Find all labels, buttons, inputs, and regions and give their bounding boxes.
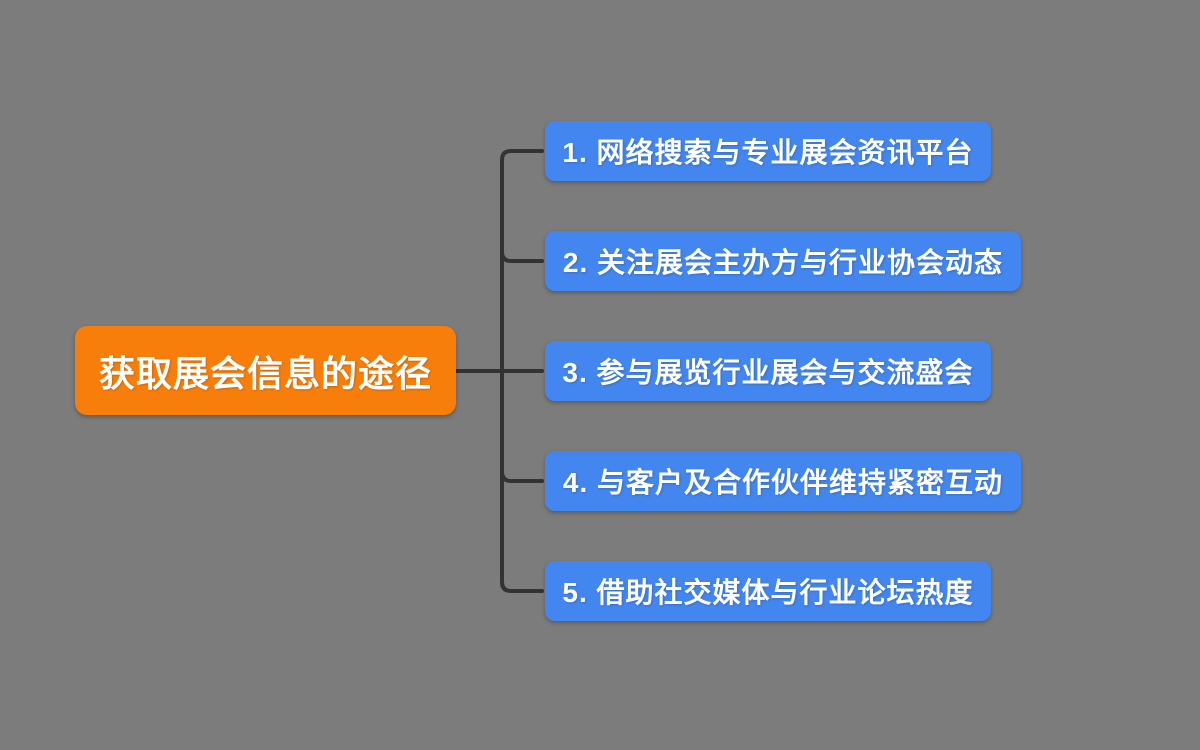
topic-node-4[interactable]: 4. 与客户及合作伙伴维持紧密互动 [545, 451, 1021, 511]
root-topic-node[interactable]: 获取展会信息的途径 [75, 326, 456, 415]
root-topic-label: 获取展会信息的途径 [98, 352, 432, 394]
topic-label-4: 4. 与客户及合作伙伴维持紧密互动 [562, 467, 1004, 498]
topic-label-5: 5. 借助社交媒体与行业论坛热度 [562, 577, 974, 608]
topic-label-2: 2. 关注展会主办方与行业协会动态 [562, 247, 1004, 278]
topic-node-3[interactable]: 3. 参与展览行业展会与交流盛会 [545, 341, 991, 401]
connector-to-topic-2 [500, 250, 544, 263]
topic-label-3: 3. 参与展览行业展会与交流盛会 [562, 357, 974, 388]
connector-group [454, 149, 544, 593]
topic-node-1[interactable]: 1. 网络搜索与专业展会资讯平台 [545, 121, 991, 181]
topic-label-1: 1. 网络搜索与专业展会资讯平台 [562, 137, 974, 168]
topic-node-5[interactable]: 5. 借助社交媒体与行业论坛热度 [545, 561, 991, 621]
topic-node-2[interactable]: 2. 关注展会主办方与行业协会动态 [545, 231, 1021, 291]
connector-trunk [500, 149, 544, 593]
connector-to-topic-4 [500, 470, 544, 483]
